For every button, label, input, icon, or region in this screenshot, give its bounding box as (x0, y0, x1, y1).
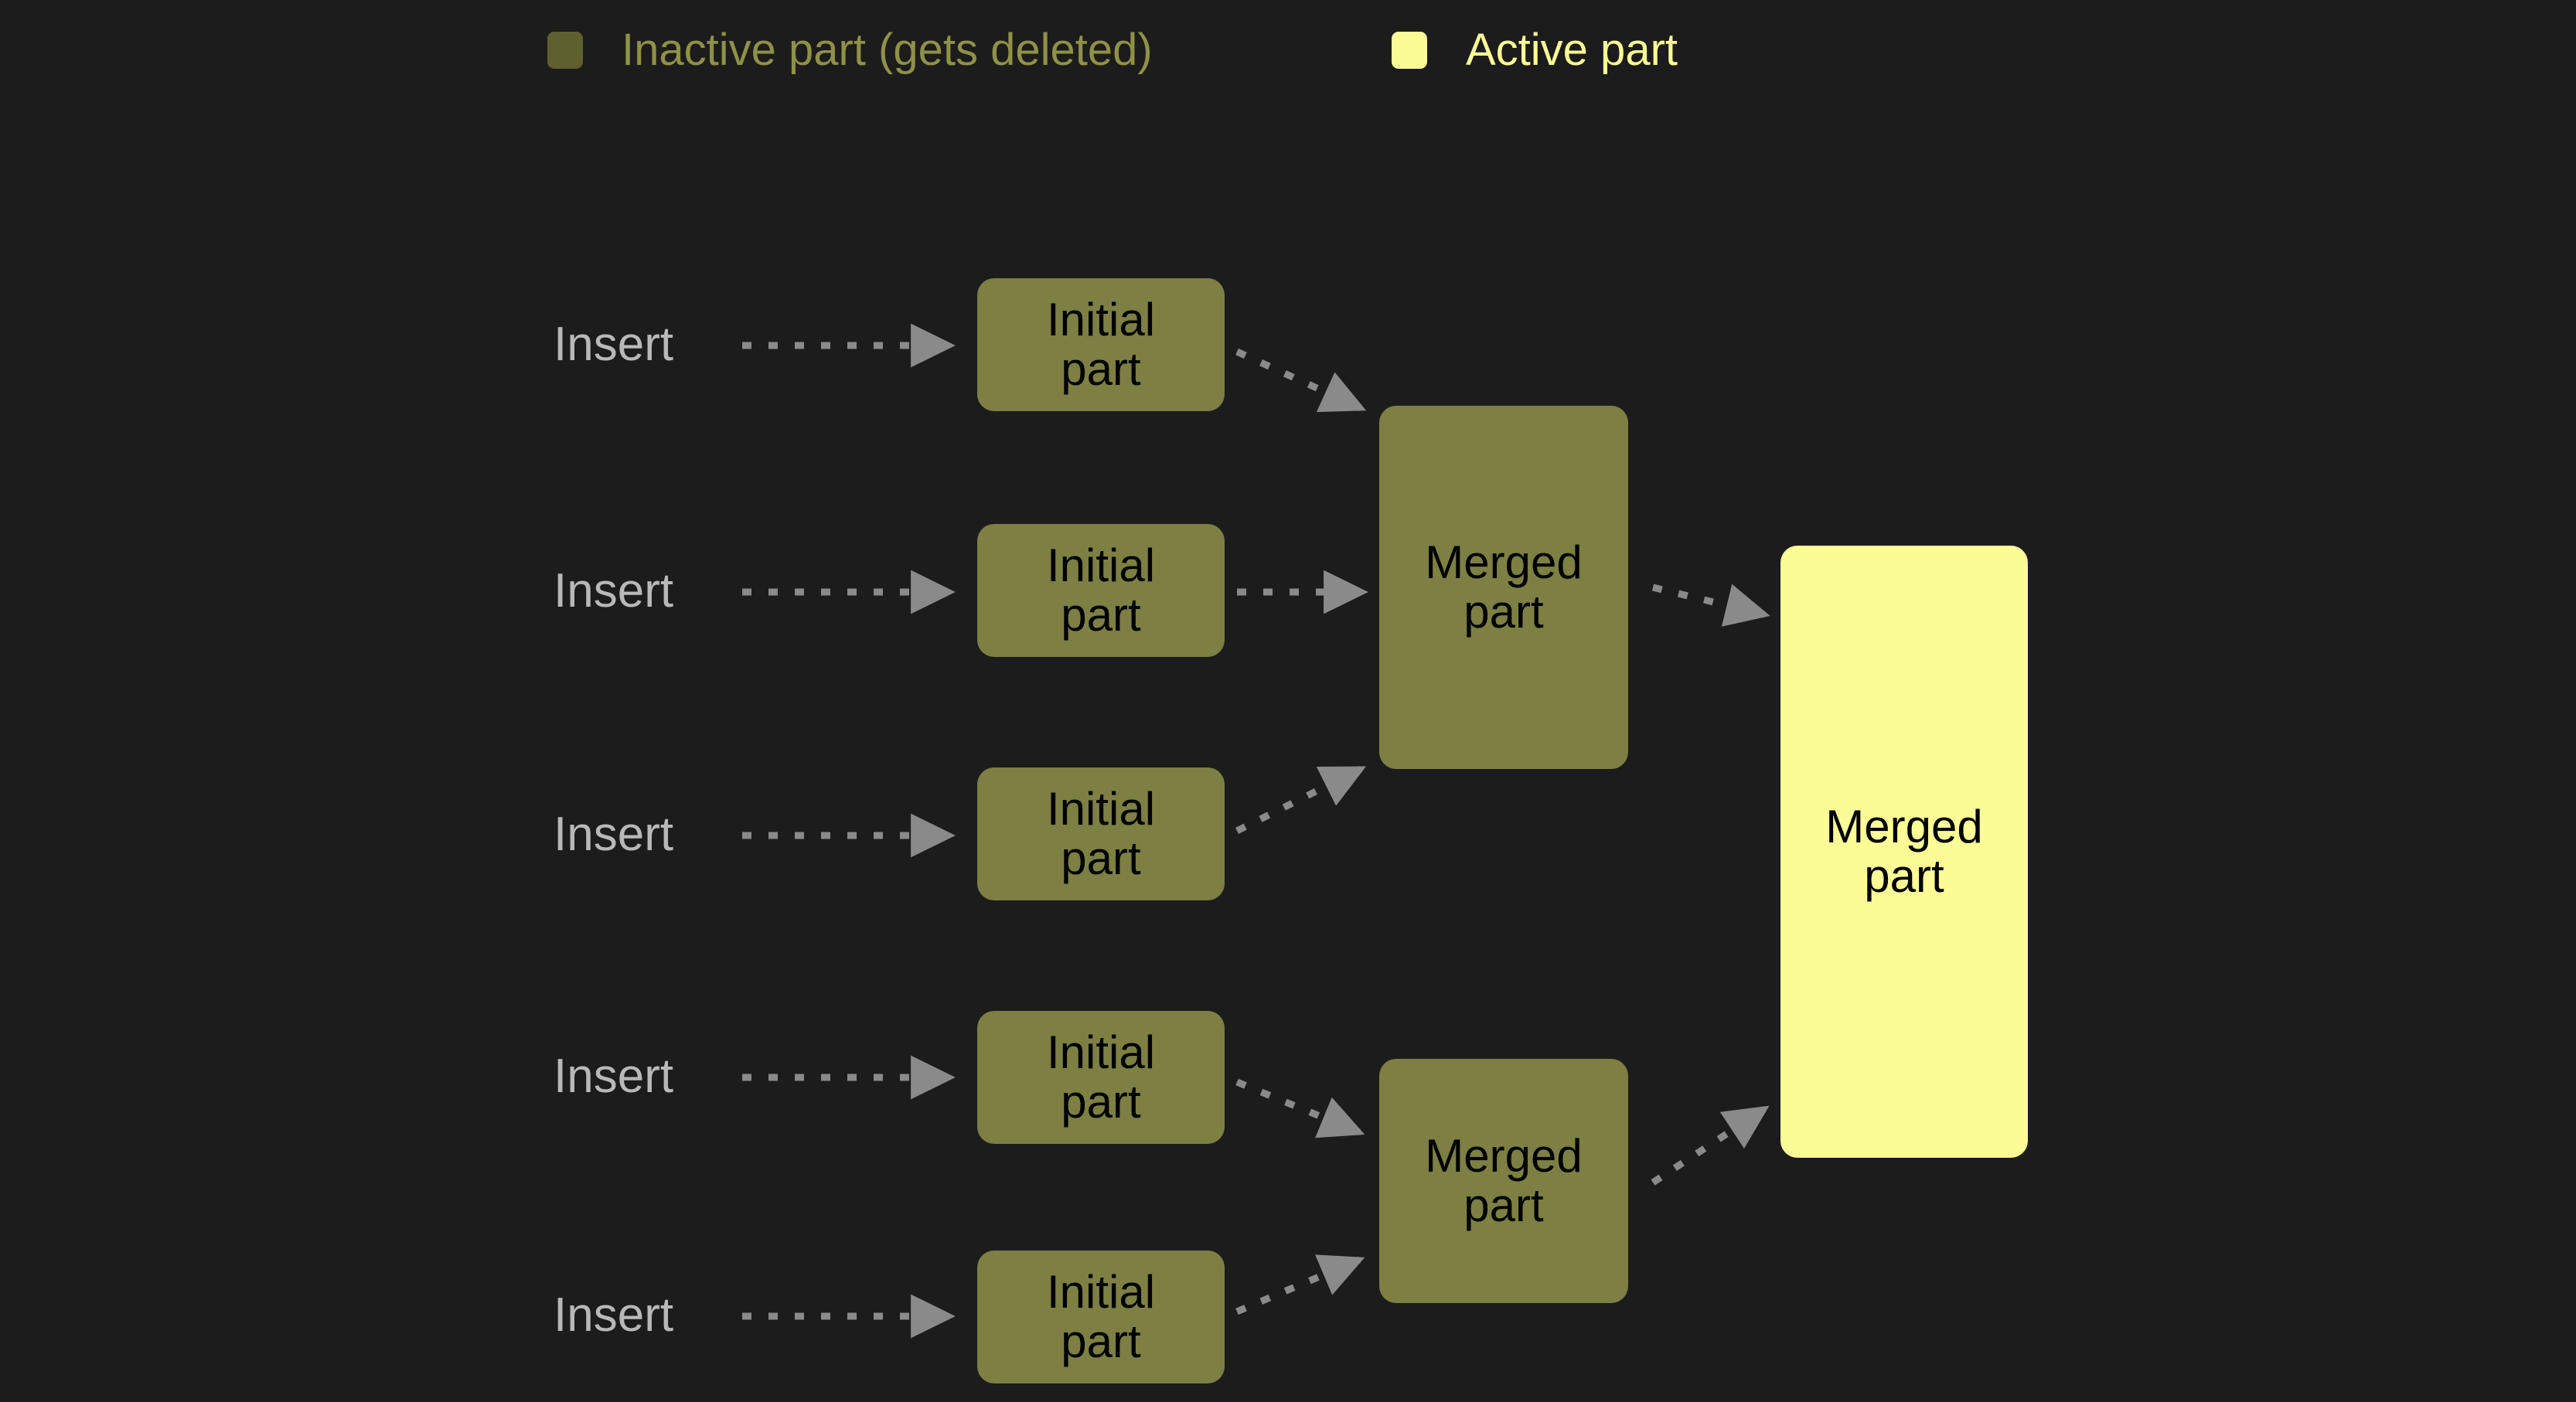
inactive-swatch-icon (547, 32, 583, 69)
node-merged-part-bottom[interactable]: Merged part (1379, 1059, 1628, 1303)
node-label: Initial part (1046, 293, 1156, 395)
edge-initial-1-merged-top (1235, 348, 1367, 413)
insert-label-5: Insert (554, 1288, 674, 1342)
edge-initial-4-merged-bottom (1235, 1078, 1365, 1138)
edge-merged-bottom-active (1651, 1105, 1770, 1186)
node-label: Merged part (1425, 1129, 1583, 1231)
node-initial-part-1[interactable]: Initial part (977, 278, 1225, 411)
legend-item-inactive: Inactive part (gets deleted) (547, 28, 1153, 73)
legend: Inactive part (gets deleted) Active part (0, 0, 2576, 93)
insert-label-2: Insert (554, 564, 674, 618)
node-label: Merged part (1825, 800, 1983, 902)
active-swatch-icon (1392, 32, 1427, 69)
node-label: Initial part (1046, 782, 1156, 884)
node-initial-part-4[interactable]: Initial part (977, 1011, 1225, 1144)
edge-initial-5-merged-bottom (1235, 1254, 1365, 1315)
legend-item-active: Active part (1392, 28, 1678, 73)
legend-label-active: Active part (1466, 25, 1678, 75)
node-initial-part-5[interactable]: Initial part (977, 1251, 1225, 1383)
node-initial-part-2[interactable]: Initial part (977, 524, 1225, 657)
insert-label-1: Insert (554, 318, 674, 371)
node-initial-part-3[interactable]: Initial part (977, 767, 1225, 900)
node-label: Merged part (1425, 536, 1583, 638)
node-label: Initial part (1046, 539, 1156, 641)
legend-label-inactive: Inactive part (gets deleted) (622, 25, 1153, 75)
node-merged-part-active[interactable]: Merged part (1780, 546, 2028, 1158)
node-label: Initial part (1046, 1265, 1156, 1367)
edge-initial-3-merged-top (1235, 765, 1367, 835)
node-merged-part-top[interactable]: Merged part (1379, 406, 1628, 769)
edge-merged-top-active (1651, 584, 1770, 627)
node-label: Initial part (1046, 1026, 1156, 1128)
insert-label-3: Insert (554, 808, 674, 861)
insert-label-4: Insert (554, 1050, 674, 1103)
